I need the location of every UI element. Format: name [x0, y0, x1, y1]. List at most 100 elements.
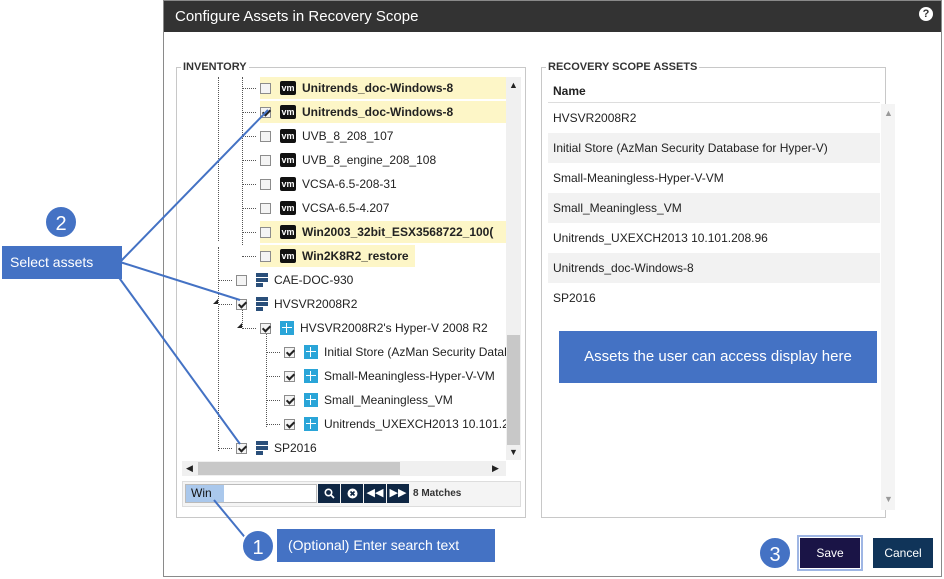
next-match-button[interactable]: ▶▶ [387, 484, 409, 503]
tree-row-label: Small_Meaningless_VM [324, 393, 453, 407]
tree-row-label: Small-Meaningless-Hyper-V-VM [324, 369, 495, 383]
server-icon [256, 272, 268, 288]
tree-row[interactable]: SP2016 [236, 437, 317, 459]
tree-checkbox[interactable] [260, 82, 271, 94]
tree-checkbox[interactable] [236, 442, 247, 454]
select-assets-callout: Select assets [2, 246, 122, 279]
hyperv-host-expander-icon[interactable] [237, 323, 242, 328]
vm-icon: vm [280, 129, 296, 143]
scroll-down-arrow-icon[interactable]: ▼ [884, 494, 893, 504]
recovery-assets-callout-text: Assets the user can access display here [584, 348, 852, 365]
tree-row[interactable]: vm Win2003_32bit_ESX3568722_100( [260, 221, 506, 243]
tree-row[interactable]: vm VCSA-6.5-208-31 [260, 173, 397, 195]
tree-row[interactable]: Small_Meaningless_VM [284, 389, 453, 411]
hyperv-icon [304, 345, 318, 359]
scroll-up-arrow-icon[interactable]: ▲ [884, 108, 893, 118]
tree-row[interactable]: vm UVB_8_208_107 [260, 125, 393, 147]
tree-horizontal-scrollbar[interactable]: ◀ ▶ [182, 461, 506, 476]
tree-row[interactable]: CAE-DOC-930 [236, 269, 353, 291]
tree-row[interactable]: HVSVR2008R2's Hyper-V 2008 R2 [260, 317, 488, 339]
step-1-badge: 1 [241, 529, 275, 563]
search-text-callout: (Optional) Enter search text [277, 529, 495, 562]
recovery-list-item[interactable]: Small_Meaningless_VM [548, 193, 880, 223]
recovery-list-item[interactable]: Small-Meaningless-Hyper-V-VM [553, 171, 724, 185]
recovery-list-item[interactable]: SP2016 [553, 291, 596, 305]
recovery-list-item[interactable]: Initial Store (AzMan Security Database f… [548, 133, 880, 163]
tree-row-label: VCSA-6.5-4.207 [302, 201, 390, 215]
scroll-down-arrow-icon[interactable]: ▼ [509, 447, 518, 457]
tree-row[interactable]: Initial Store (AzMan Security Database f… [284, 341, 506, 363]
recovery-name-column-header[interactable]: Name [548, 79, 880, 103]
inventory-legend: INVENTORY [183, 61, 247, 73]
tree-row-label: Unitrends_doc-Windows-8 [302, 105, 454, 119]
tree-row[interactable]: Small-Meaningless-Hyper-V-VM [284, 365, 495, 387]
tree-checkbox[interactable] [284, 370, 295, 382]
tree-checkbox[interactable] [260, 130, 271, 142]
tree-checkbox[interactable] [236, 274, 247, 286]
server-icon [256, 440, 268, 456]
tree-checkbox[interactable] [260, 226, 271, 238]
recovery-list-item[interactable]: HVSVR2008R2 [553, 111, 637, 125]
save-button[interactable]: Save [797, 535, 863, 571]
tree-vertical-scrollbar[interactable]: ▲ ▼ [506, 77, 521, 460]
previous-match-button[interactable]: ◀◀ [364, 484, 386, 503]
cancel-button[interactable]: Cancel [873, 538, 933, 568]
vm-icon: vm [280, 225, 296, 239]
help-icon[interactable]: ? [919, 7, 933, 21]
tree-checkbox[interactable] [260, 202, 271, 214]
match-count: 8 Matches [413, 488, 462, 499]
dialog-titlebar: Configure Assets in Recovery Scope ? [164, 1, 941, 32]
tree-row-label: UVB_8_engine_208_108 [302, 153, 437, 167]
tree-checkbox[interactable] [260, 154, 271, 166]
tree-row[interactable]: HVSVR2008R2 [236, 293, 357, 315]
recovery-scope-legend: RECOVERY SCOPE ASSETS [548, 61, 698, 73]
tree-row-label: VCSA-6.5-208-31 [302, 177, 397, 191]
rewind-icon: ◀◀ [366, 487, 384, 499]
clear-search-button[interactable] [341, 484, 363, 503]
scroll-right-arrow-icon[interactable]: ▶ [492, 463, 499, 473]
step-3-badge: 3 [758, 536, 792, 570]
tree-row-label: Win2K8R2_restore [302, 249, 409, 263]
inventory-tree[interactable]: vm Unitrends_doc-Windows-8 vm Unitrends_… [182, 77, 506, 460]
clear-icon [347, 488, 357, 499]
tree-row[interactable]: vm Win2K8R2_restore [260, 245, 415, 267]
tree-row-label: Unitrends_UXEXCH2013 10.101.208.96 [324, 417, 506, 431]
recovery-list-item[interactable]: Unitrends_doc-Windows-8 [548, 253, 880, 283]
tree-vertical-scroll-thumb[interactable] [507, 335, 520, 445]
tree-checkbox[interactable] [260, 178, 271, 190]
tree-row[interactable]: vm Unitrends_doc-Windows-8 [260, 77, 506, 99]
tree-row-label: UVB_8_208_107 [302, 129, 394, 143]
tree-row-label: SP2016 [274, 441, 317, 455]
tree-row-label: CAE-DOC-930 [274, 273, 354, 287]
tree-checkbox[interactable] [236, 298, 247, 310]
search-button[interactable] [318, 484, 340, 503]
hyperv-icon [280, 321, 294, 335]
tree-row-label: HVSVR2008R2's Hyper-V 2008 R2 [300, 321, 488, 335]
recovery-vertical-scrollbar[interactable]: ▲ ▼ [881, 104, 895, 510]
tree-row-label: Win2003_32bit_ESX3568722_100( [302, 225, 494, 239]
tree-row[interactable]: Unitrends_UXEXCH2013 10.101.208.96 [284, 413, 506, 435]
recovery-list-item[interactable]: Unitrends_UXEXCH2013 10.101.208.96 [553, 231, 768, 245]
tree-row-label: Initial Store (AzMan Security Database f… [324, 345, 506, 359]
vm-icon: vm [280, 105, 296, 119]
vm-icon: vm [280, 81, 296, 95]
scroll-up-arrow-icon[interactable]: ▲ [509, 80, 518, 90]
scroll-left-arrow-icon[interactable]: ◀ [186, 463, 193, 473]
tree-row-label: Unitrends_doc-Windows-8 [302, 81, 454, 95]
tree-checkbox[interactable] [284, 394, 295, 406]
tree-checkbox[interactable] [260, 322, 271, 334]
vm-icon: vm [280, 177, 296, 191]
tree-checkbox[interactable] [260, 250, 271, 262]
tree-row[interactable]: vm VCSA-6.5-4.207 [260, 197, 389, 219]
step-2-badge: 2 [44, 205, 78, 239]
search-input-value: Win [186, 485, 224, 502]
hvsvr-expander-icon[interactable] [213, 299, 218, 304]
tree-row[interactable]: vm Unitrends_doc-Windows-8 [260, 101, 506, 123]
tree-row[interactable]: vm UVB_8_engine_208_108 [260, 149, 436, 171]
tree-horizontal-scroll-thumb[interactable] [198, 462, 400, 475]
search-text-callout-text: (Optional) Enter search text [288, 537, 460, 553]
tree-checkbox[interactable] [260, 106, 271, 118]
tree-row-label: HVSVR2008R2 [274, 297, 358, 311]
tree-checkbox[interactable] [284, 346, 295, 358]
tree-checkbox[interactable] [284, 418, 295, 430]
